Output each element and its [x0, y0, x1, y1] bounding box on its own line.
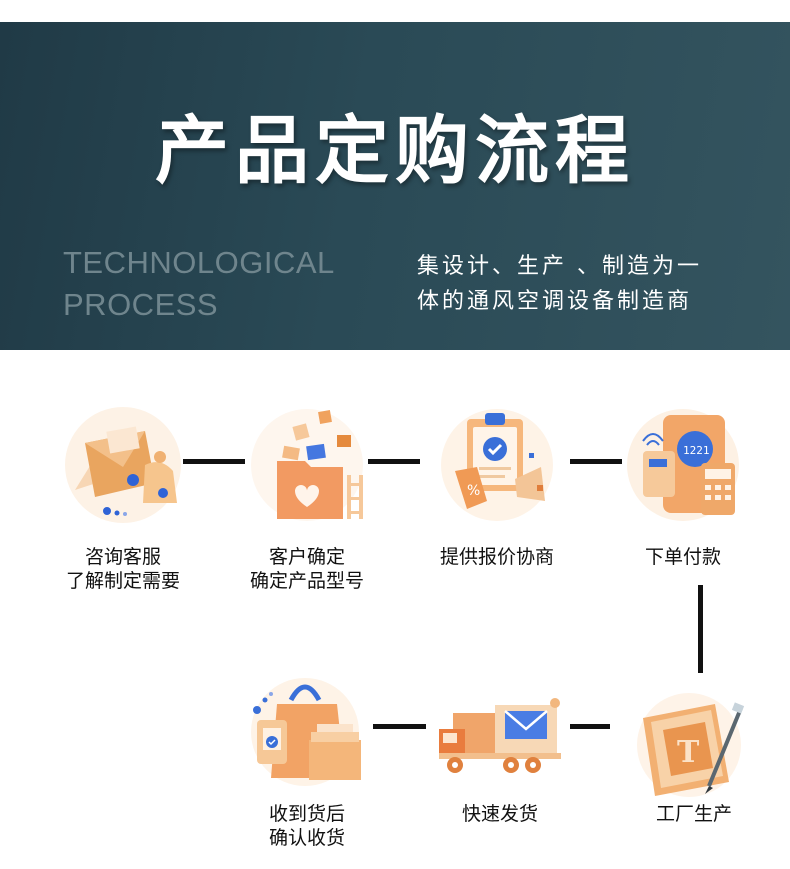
mail-envelope-icon [63, 405, 183, 525]
step-consult: 咨询客服 了解制定需要 [43, 405, 203, 605]
connector-6-7 [373, 724, 426, 729]
step-factory-production: T 工厂生产 [614, 680, 774, 850]
svg-text:%: % [467, 483, 480, 499]
step-label: 提供报价协商 [417, 545, 577, 569]
english-subtitle: TECHNOLOGICAL PROCESS [63, 242, 335, 326]
english-line-2: PROCESS [63, 287, 219, 322]
step-7-line-2: 确认收货 [268, 827, 345, 849]
step-label: 咨询客服 了解制定需要 [43, 545, 203, 593]
page-title: 产品定购流程 [155, 108, 635, 194]
svg-text:1221: 1221 [683, 444, 710, 457]
step-5-line-1: 工厂生产 [655, 803, 732, 825]
connector-5-6 [570, 724, 610, 729]
step-confirm-model: 客户确定 确定产品型号 [227, 405, 387, 605]
step-label: 下单付款 [603, 545, 763, 569]
step-2-line-1: 客户确定 [268, 546, 345, 568]
folder-products-icon [247, 405, 367, 525]
step-4-line-1: 下单付款 [644, 546, 721, 568]
step-6-line-1: 快速发货 [461, 803, 538, 825]
connector-4-5 [698, 585, 703, 673]
header-banner: 产品定购流程 TECHNOLOGICAL PROCESS 集设计、生产 、制造为… [0, 22, 790, 350]
step-7-line-1: 收到货后 [268, 803, 345, 825]
step-order-payment: 1221 下单付款 [603, 405, 763, 605]
delivery-truck-icon [433, 685, 573, 805]
step-1-line-1: 咨询客服 [84, 546, 161, 568]
factory-drafting-icon: T [629, 690, 749, 810]
connector-3-4 [570, 459, 622, 464]
step-fast-shipping: 快速发货 [420, 680, 580, 850]
step-3-line-1: 提供报价协商 [439, 546, 554, 568]
quote-clipboard-icon: % [437, 405, 557, 525]
description-line-2: 体的通风空调设备制造商 [417, 289, 693, 314]
connector-1-2 [183, 459, 245, 464]
step-label: 客户确定 确定产品型号 [227, 545, 387, 593]
svg-text:T: T [677, 735, 700, 770]
company-description: 集设计、生产 、制造为一 体的通风空调设备制造商 [417, 249, 702, 319]
payment-terminal-icon: 1221 [623, 405, 743, 525]
step-quote: % 提供报价协商 [417, 405, 577, 605]
connector-2-3 [368, 459, 420, 464]
description-line-1: 集设计、生产 、制造为一 [417, 254, 702, 279]
step-confirm-receipt: 收到货后 确认收货 [227, 670, 387, 860]
step-1-line-2: 了解制定需要 [65, 570, 180, 592]
receive-package-icon [245, 670, 365, 790]
step-label: 快速发货 [420, 802, 580, 826]
step-label: 收到货后 确认收货 [227, 802, 387, 850]
english-line-1: TECHNOLOGICAL [63, 245, 335, 280]
step-label: 工厂生产 [614, 802, 774, 826]
step-2-line-2: 确定产品型号 [249, 570, 364, 592]
